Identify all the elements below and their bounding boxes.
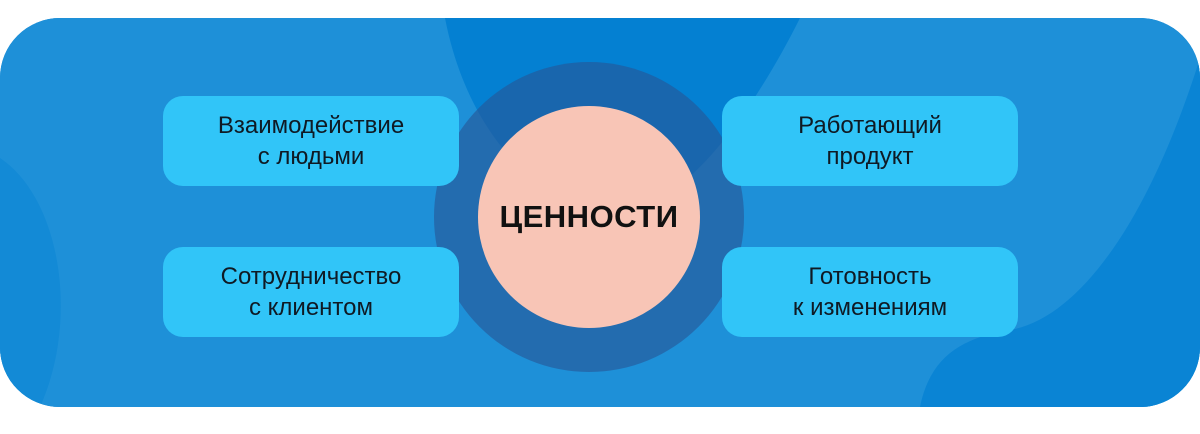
value-card-line: с клиентом [248,294,374,321]
value-card-collaboration: Сотрудничество с клиентом [163,247,459,337]
value-card-working-product: Работающий продукт [722,96,1018,186]
background-wave-right [920,58,1200,407]
value-card-line: Работающий [798,112,942,139]
value-card-line: с людьми [257,143,365,170]
diagram-panel: ЦЕННОСТИ Взаимодействие с людьми Работаю… [0,18,1200,407]
background-wave-edge [0,158,61,407]
value-card-line: Готовность [808,263,932,290]
value-card-line: Взаимодействие [217,112,405,139]
center-label: ЦЕННОСТИ [499,199,679,234]
value-card-line: Сотрудничество [220,263,402,290]
value-card-readiness-to-change: Готовность к изменениям [722,247,1018,337]
center-values-circle: ЦЕННОСТИ [478,106,700,328]
value-card-interaction: Взаимодействие с людьми [163,96,459,186]
value-card-line: к изменениям [792,294,948,321]
value-card-line: продукт [826,143,914,170]
